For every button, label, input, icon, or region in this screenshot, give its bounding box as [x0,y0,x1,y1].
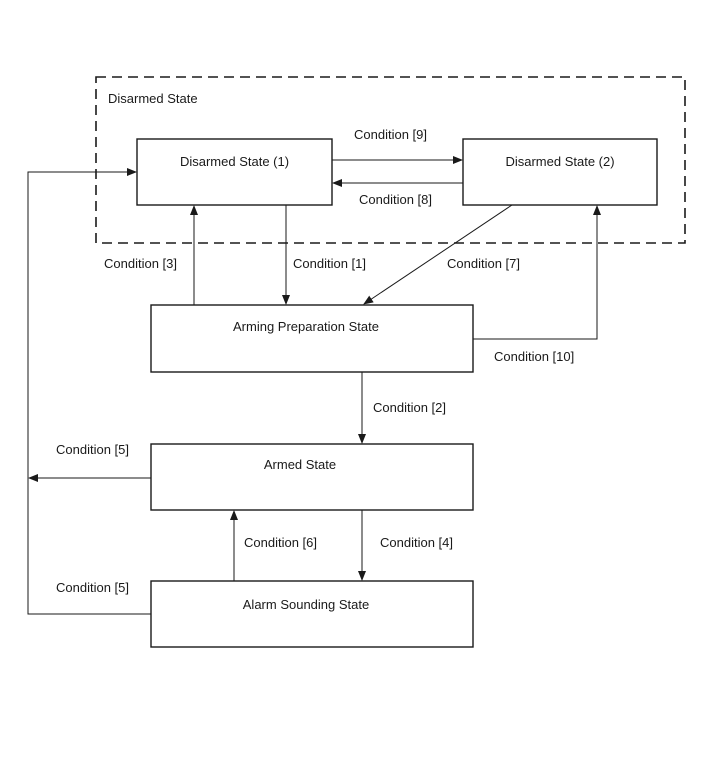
condition-10-label: Condition [10] [494,349,575,364]
alarm-sounding-state-box [150,580,474,648]
disarmed-state-1-title: Disarmed State (1) [179,154,290,169]
disarmed-state-2-title: Disarmed State (2) [505,154,615,169]
condition-6-label: Condition [6] [244,535,317,550]
condition-4-label: Condition [4] [380,535,453,550]
arming-preparation-state-box [150,304,474,373]
condition-8-label: Condition [8] [359,192,432,207]
disarmed-state-1-box [136,138,333,206]
condition-5-armed-label: Condition [5] [56,442,129,457]
disarmed-state-2-box [462,138,658,206]
disarmed-group-boundary [95,76,686,244]
transition-condition-5-alarm [27,168,151,615]
alarm-sounding-state-title: Alarm Sounding State [242,597,370,612]
condition-5-alarm-label: Condition [5] [56,580,129,595]
transition-condition-10 [473,205,601,340]
condition-2-label: Condition [2] [373,400,446,415]
disarmed-group-label: Disarmed State [108,91,198,106]
condition-7-label: Condition [7] [447,256,520,271]
condition-3-label: Condition [3] [104,256,177,271]
armed-state-box [150,443,474,511]
transition-condition-7 [363,204,513,305]
arming-preparation-state-title: Arming Preparation State [233,319,379,334]
condition-1-label: Condition [1] [293,256,366,271]
armed-state-title: Armed State [263,457,337,472]
condition-9-label: Condition [9] [354,127,427,142]
